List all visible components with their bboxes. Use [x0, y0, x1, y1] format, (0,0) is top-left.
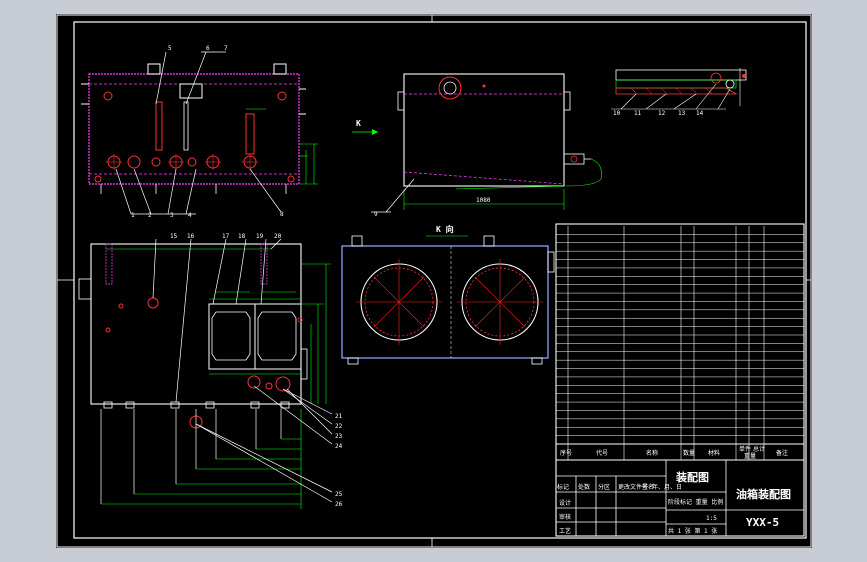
callout-number: 11 — [634, 110, 642, 117]
sign-process: 工艺 — [559, 527, 571, 535]
sign-review: 审核 — [559, 513, 571, 521]
tank-body-side — [403, 73, 565, 187]
parts-list-grid — [556, 226, 804, 460]
callout-number: 16 — [187, 233, 195, 240]
outer-frame — [56, 14, 812, 548]
callout-number: 15 — [170, 233, 178, 240]
revision-header-2: 处数 — [578, 483, 590, 491]
callout-number: 19 — [256, 233, 264, 240]
revision-header-5: 签名 — [642, 483, 654, 491]
sheet-count: 共 1 张 第 1 张 — [668, 527, 717, 535]
sign-design: 设计 — [559, 499, 571, 507]
inner-border — [73, 21, 807, 539]
callout-number: 14 — [696, 110, 704, 117]
callout-number: 12 — [658, 110, 666, 117]
callout-number: 21 — [335, 413, 343, 420]
callout-number: 8 — [280, 211, 284, 218]
svg-text:1080: 1080 — [476, 197, 491, 204]
plan-view — [78, 238, 333, 509]
title-block: 序号 代号 名称 数量 材料 单件 总计 重量 备注 标记 处数 — [555, 223, 805, 537]
drawing-title: 油箱装配图 — [736, 487, 791, 501]
callout-number: 2 — [148, 212, 152, 219]
callout-number: 1 — [131, 212, 135, 219]
revision-header-4: 更改文件号 — [618, 483, 648, 491]
callout-number: 18 — [238, 233, 246, 240]
callout-number: 17 — [222, 233, 230, 240]
side-view: 1080 — [371, 73, 602, 213]
drawing-sheet: 1080 K — [56, 14, 812, 548]
header-seq: 序号 — [560, 449, 572, 457]
callout-number: 5 — [168, 45, 172, 52]
revision-header-3: 分区 — [598, 483, 610, 491]
k-direction-arrow: K — [352, 119, 378, 135]
callout-number: 22 — [335, 423, 343, 430]
tank-body-plan — [90, 243, 302, 405]
callout-number: 25 — [335, 491, 343, 498]
revision-header: 标记 — [557, 483, 569, 491]
callout-number: 9 — [374, 211, 378, 218]
front-elevation-view — [81, 51, 318, 215]
header-mass: 重量 — [744, 452, 756, 460]
callout-number: 13 — [678, 110, 686, 117]
callout-number: 24 — [335, 443, 343, 450]
filler-cap — [438, 76, 462, 100]
header-unit-mass: 单件 — [739, 445, 751, 453]
parts-list-header: 序号 代号 名称 数量 材料 单件 总计 重量 备注 — [556, 443, 804, 461]
stage-labels: 阶段标记 重量 比例 — [668, 498, 723, 506]
callout-number: 23 — [335, 433, 343, 440]
drawing-number: YXX-5 — [746, 516, 779, 529]
header-remark: 备注 — [776, 449, 788, 457]
callout-number: 26 — [335, 501, 343, 508]
k-view-label: K 向 — [436, 224, 454, 234]
header-code: 代号 — [596, 449, 608, 457]
level-gauge — [179, 83, 203, 99]
callout-number: 4 — [188, 212, 192, 219]
zone-ticks — [57, 15, 811, 547]
scale-value: 1:5 — [706, 515, 717, 522]
revision-header-6: 年、月、日 — [652, 483, 682, 491]
callout-number: 6 — [206, 45, 210, 52]
callout-number: 10 — [613, 110, 621, 117]
header-total-mass: 总计 — [753, 445, 765, 453]
section-detail — [611, 68, 747, 110]
drawing-type: 装配图 — [675, 470, 709, 484]
k-arrow-label: K — [356, 119, 361, 128]
k-view-heading: K 向 — [426, 224, 468, 237]
header-material: 材料 — [708, 449, 720, 457]
header-name: 名称 — [646, 449, 658, 457]
k-view — [341, 235, 555, 365]
callout-number: 7 — [224, 45, 228, 52]
callout-number: 20 — [274, 233, 282, 240]
header-qty: 数量 — [683, 449, 695, 457]
callout-number: 3 — [170, 212, 174, 219]
suction-port — [147, 297, 159, 309]
tank-body-elevation — [88, 73, 300, 185]
assembly-drawing: 1080 K — [56, 14, 812, 548]
